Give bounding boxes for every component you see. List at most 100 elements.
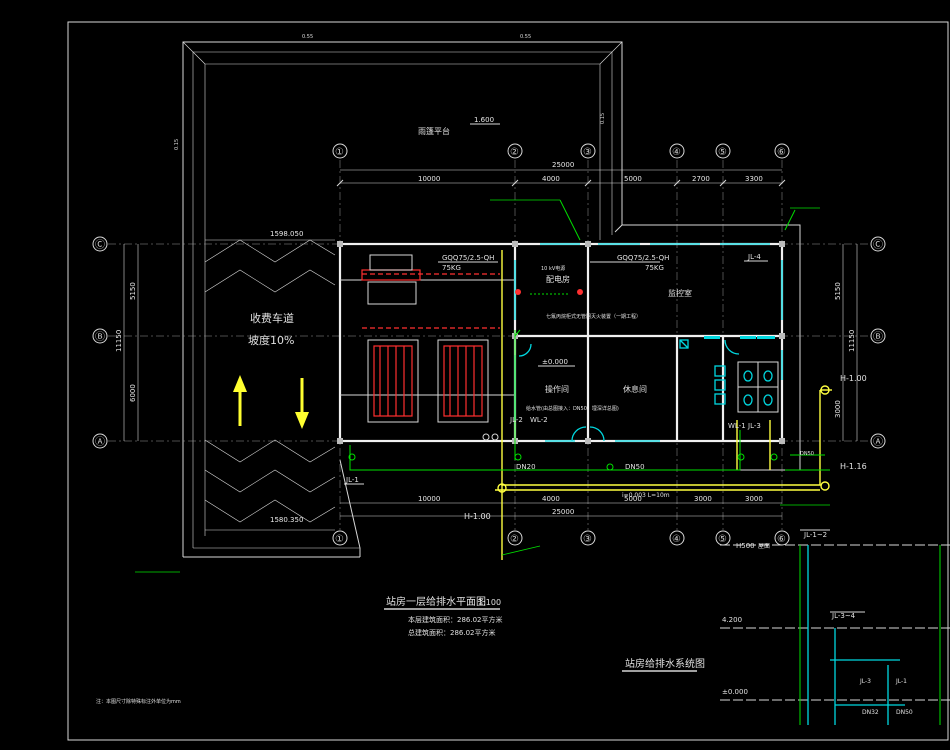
- pipe-wl1: WL-1: [728, 422, 746, 430]
- axis-top-5: ⑤: [718, 147, 727, 158]
- offset-top-right: 0.55: [520, 34, 531, 40]
- pipe-jl3: JL-3: [747, 422, 761, 430]
- dim-right-total: 11150: [848, 330, 856, 352]
- pump-equipment-upper: [361, 254, 500, 305]
- drawing-frame: [67, 21, 949, 741]
- dim-top-4: 2700: [692, 175, 710, 183]
- dim-left-2: 6000: [129, 384, 137, 402]
- pipe-jl2: JL-2: [509, 416, 523, 424]
- axis-top-6: ⑥: [777, 147, 786, 158]
- arrow-down-icon: [295, 378, 309, 429]
- room-power-note: 10 kV电源: [541, 265, 565, 272]
- axis-top-4: ④: [672, 147, 681, 158]
- dim-left-1: 5150: [129, 282, 137, 300]
- axis-bubbles-left: [92, 236, 108, 449]
- water-supply-pipes: [495, 250, 832, 560]
- pump-1-weight: 75KG: [442, 264, 461, 272]
- system-jl34: JL-3~4: [831, 612, 856, 620]
- ramp-label: 收费车道: [250, 311, 294, 325]
- axis-right-c: Ⓒ: [873, 239, 883, 251]
- axis-bottom-6: ⑥: [777, 534, 786, 545]
- dim-bottom-2: 4000: [542, 495, 560, 503]
- device-note: 七氟丙烷柜式无管网灭火装置（一期工程）: [546, 313, 641, 320]
- axis-bubbles-right: [870, 236, 886, 449]
- axis-right-b: Ⓑ: [873, 331, 883, 343]
- toilet-fixtures: [679, 339, 779, 413]
- area-building: 本层建筑面积：286.02平方米: [408, 615, 503, 624]
- axis-left-c: Ⓒ: [95, 239, 105, 251]
- dim-bottom-4: 3000: [694, 495, 712, 503]
- room-monitor: 监控室: [668, 288, 692, 298]
- pipe-dn50: DN50: [625, 463, 645, 471]
- dim-top-3: 5000: [624, 175, 642, 183]
- dim-left-total: 11150: [115, 330, 123, 352]
- area-total: 总建筑面积：286.02平方米: [408, 628, 496, 637]
- pump-marker-1: [515, 289, 521, 295]
- system-wl3: JL-3: [859, 678, 871, 685]
- ramp-elevation-top: 1598.050: [270, 230, 303, 238]
- plan-scale: 1:100: [478, 598, 501, 607]
- room-operation: 操作间: [545, 384, 569, 394]
- dimension-top: [336, 169, 786, 187]
- system-wl1: JL-1: [895, 678, 907, 685]
- system-elev-zero: ±0.000: [722, 688, 748, 696]
- system-title: 站房给排水系统图: [625, 657, 705, 670]
- axis-bottom-1: ①: [335, 534, 344, 545]
- pump-1-model: GQQ75/2.5-QH: [442, 254, 494, 262]
- doors: [518, 339, 740, 442]
- axis-right-a: Ⓐ: [873, 436, 883, 448]
- canopy-label: 雨篷平台: [418, 126, 450, 136]
- pipe-dn20: DN20: [516, 463, 536, 471]
- axis-bottom-5: ⑤: [718, 534, 727, 545]
- pipe-wl2: WL-2: [530, 416, 548, 424]
- dim-right-1: 5150: [834, 282, 842, 300]
- axis-bottom-2: ②: [510, 534, 519, 545]
- pump-equipment-lower: [362, 327, 500, 441]
- ramp-zigzag: [204, 239, 336, 531]
- axis-left-a: Ⓐ: [95, 436, 105, 448]
- pipe-jl1: JL-1: [345, 476, 359, 484]
- dim-bottom-1: 10000: [418, 495, 440, 503]
- axis-top-3: ③: [583, 147, 592, 158]
- dim-top-5: 3300: [745, 175, 763, 183]
- pump-marker-2: [577, 289, 583, 295]
- offset-top-left: 0.55: [302, 34, 313, 40]
- axis-top-2: ②: [510, 147, 519, 158]
- pipe-elev-h2: H-1.00: [840, 374, 867, 383]
- axis-top-1: ①: [335, 147, 344, 158]
- pipe-elev-h1: H-1.00: [464, 512, 491, 521]
- ramp-elevation-bottom: 1580.350: [270, 516, 303, 524]
- room-power: 配电房: [546, 274, 570, 284]
- pipe-slope: i=0.003 L=10m: [622, 492, 670, 499]
- system-diagram: [720, 529, 950, 725]
- canopy-elevation: 1.600: [474, 116, 494, 124]
- dim-right-2: 3000: [834, 400, 842, 418]
- pipe-elev-h3: H-1.16: [840, 462, 867, 471]
- pump-2-model: GQQ75/2.5-QH: [617, 254, 669, 262]
- drain-pipes: [348, 199, 830, 471]
- dim-bottom-5: 3000: [745, 495, 763, 503]
- supply-note: 给水管(由总图接入：DN50，埋深详总图): [526, 405, 619, 412]
- floor-elevation: ±0.000: [542, 358, 568, 366]
- axis-bottom-4: ④: [672, 534, 681, 545]
- system-elev-top: 4.200: [722, 616, 742, 624]
- dim-bottom-total: 25000: [552, 508, 574, 516]
- system-roof-elev: H500: [736, 542, 755, 550]
- offset-right: 0.15: [600, 113, 606, 124]
- dim-top-2: 4000: [542, 175, 560, 183]
- pipe-jl4: JL-4: [747, 253, 761, 261]
- offset-left: 0.15: [174, 139, 180, 150]
- dimension-left: [123, 244, 139, 441]
- dimension-right: [842, 244, 858, 441]
- system-dn32: DN32: [862, 709, 879, 716]
- drawing-note: 注：本图尺寸除特殊标注外单位为mm: [96, 698, 181, 705]
- ramp-slope: 坡度10%: [248, 333, 294, 347]
- axis-bottom-3: ③: [583, 534, 592, 545]
- arrow-up-icon: [233, 375, 247, 426]
- dim-top-1: 10000: [418, 175, 440, 183]
- dim-top-total: 25000: [552, 161, 574, 169]
- plan-title: 站房一层给排水平面图: [386, 595, 486, 608]
- leader-lines: [135, 199, 830, 573]
- pipe-dn50-right: DN50: [800, 451, 814, 457]
